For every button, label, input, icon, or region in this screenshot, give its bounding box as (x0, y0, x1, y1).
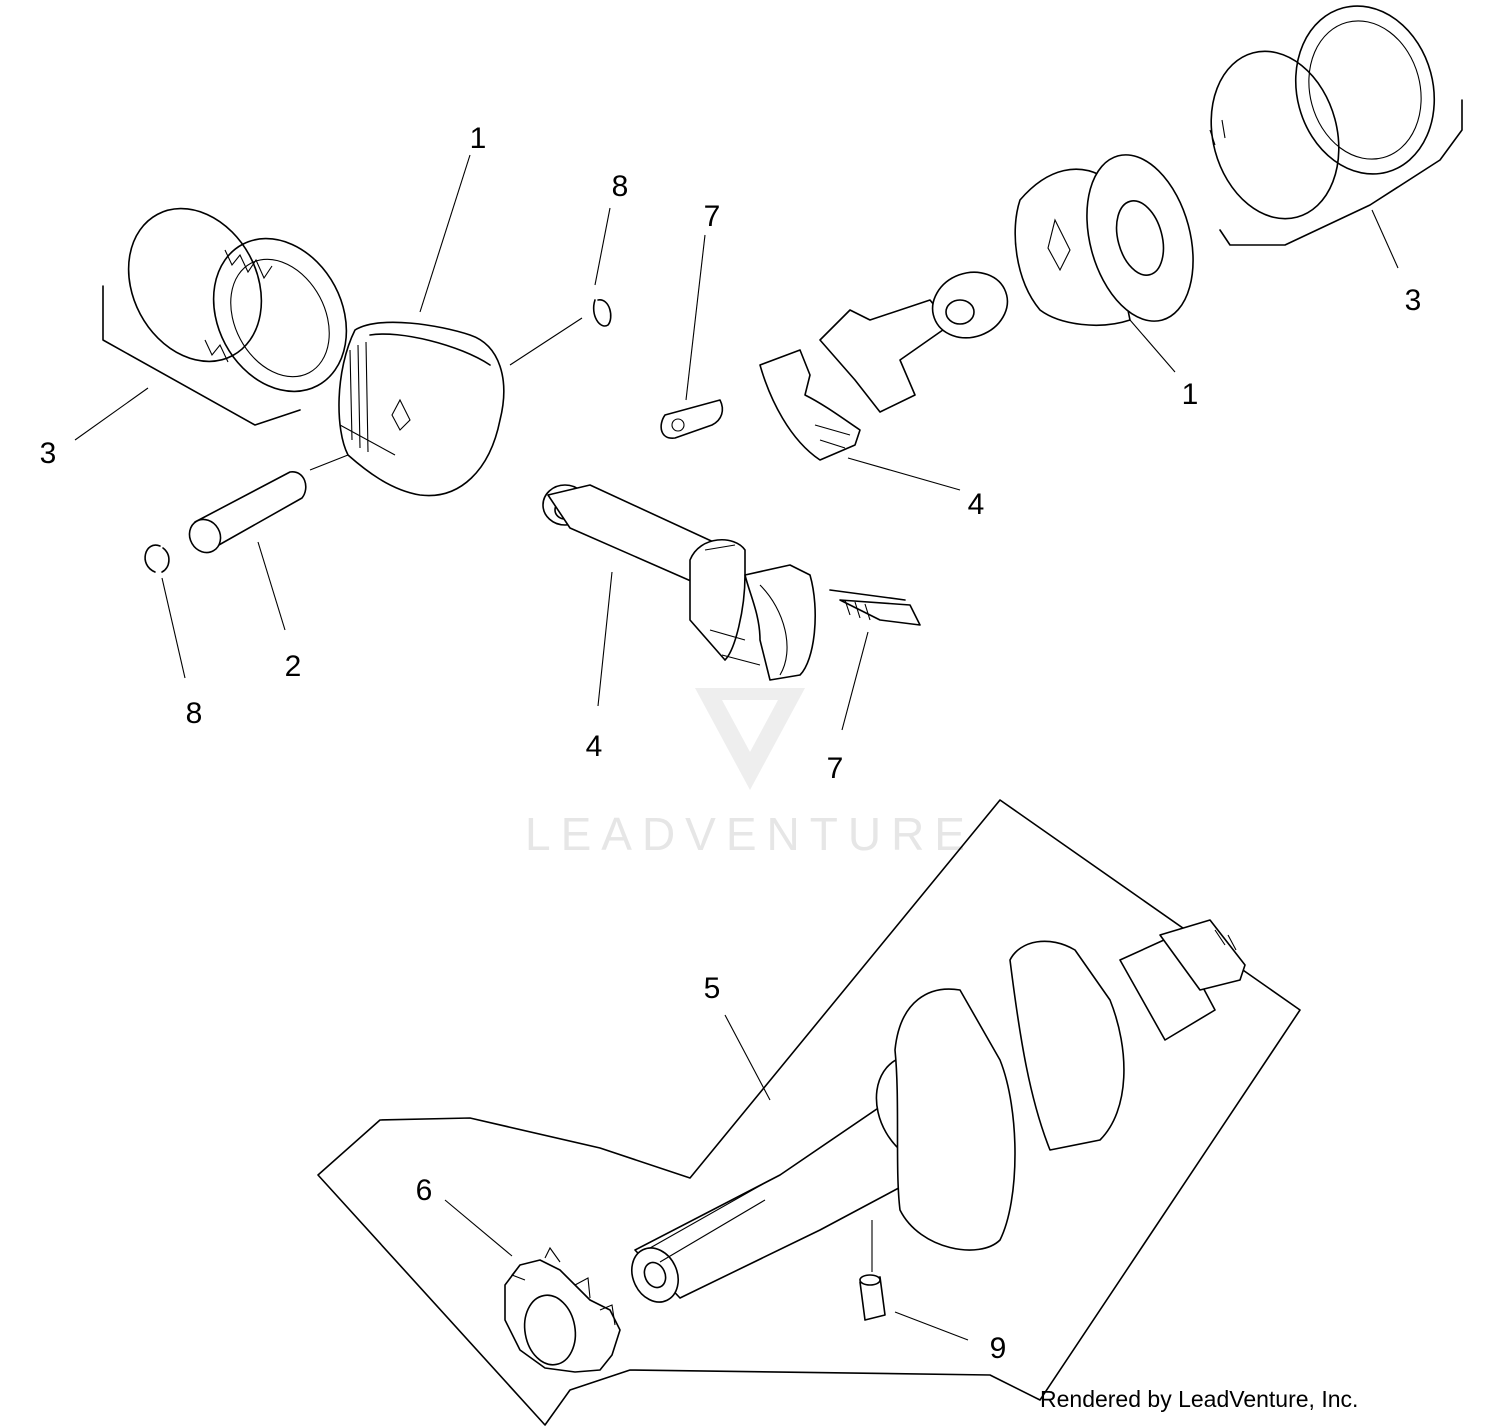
callout-4-right: 4 (968, 488, 985, 521)
leadventure-watermark: LEADVENTURE (525, 688, 975, 860)
rod-bolt-left (829, 589, 921, 626)
watermark-brand-text: LEADVENTURE (525, 808, 975, 860)
callout-3-right: 3 (1405, 284, 1422, 317)
piston-ring-set-left (102, 207, 348, 426)
callout-3-left: 3 (40, 437, 57, 470)
callout-6: 6 (416, 1174, 433, 1207)
callout-7-top: 7 (704, 200, 721, 233)
pin-clip-left (144, 544, 170, 573)
piston-left (338, 321, 505, 497)
wrist-pin (188, 471, 307, 554)
callout-9: 9 (990, 1332, 1007, 1365)
pin-clip-right (592, 299, 612, 327)
watermark-logo-icon (695, 688, 805, 790)
rod-bolt-top (660, 399, 724, 439)
crank-gear (504, 1246, 621, 1373)
callout-1-left: 1 (470, 122, 487, 155)
callout-7-bottom: 7 (827, 752, 844, 785)
piston-right (1014, 154, 1194, 326)
callout-1-right: 1 (1182, 378, 1199, 411)
callout-labels: 1 1 2 3 3 4 4 5 6 7 7 8 8 9 (40, 122, 1422, 1365)
render-credit: Rendered by LeadVenture, Inc. (1040, 1386, 1359, 1412)
callout-2: 2 (285, 650, 302, 683)
crank-dowel (859, 1274, 886, 1321)
rod-cap-left (744, 564, 816, 681)
callout-8-top: 8 (612, 170, 629, 203)
crankshaft-group (317, 799, 1301, 1426)
callout-4-left: 4 (586, 730, 603, 763)
leader-lines (74, 154, 1399, 1341)
rod-cap-right (759, 349, 861, 461)
piston-ring-set-right (1209, 5, 1463, 246)
connecting-rod-left (542, 484, 761, 666)
callout-8-bottom: 8 (186, 697, 203, 730)
connecting-rod-right (819, 271, 1009, 413)
callout-5: 5 (704, 972, 721, 1005)
